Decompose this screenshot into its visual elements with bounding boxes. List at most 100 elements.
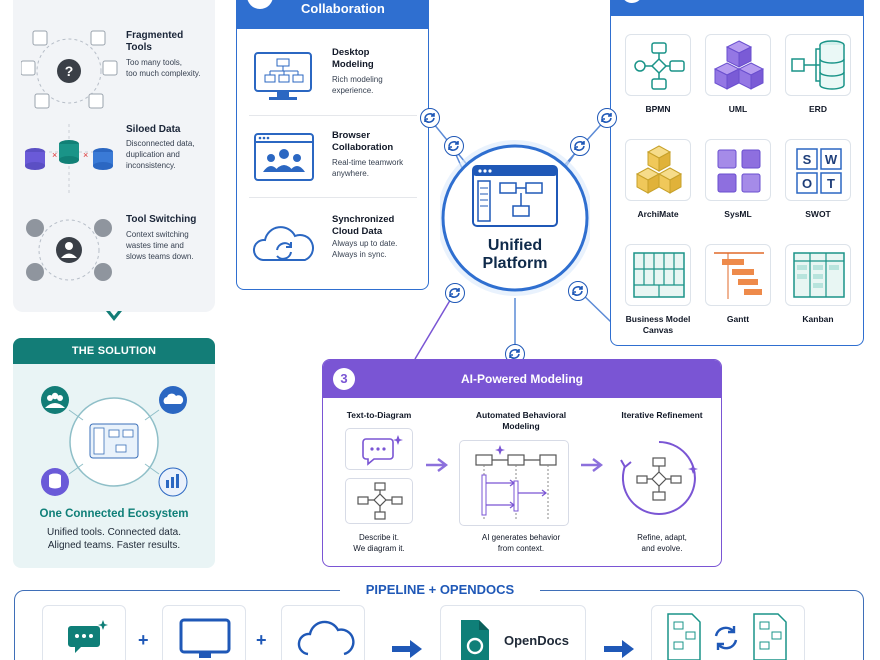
swot-letter: O bbox=[802, 176, 812, 191]
swot-letter: S bbox=[803, 152, 812, 167]
collaboration-header: Collaboration bbox=[237, 0, 428, 29]
ai-column-title: Iterative Refinement bbox=[621, 410, 703, 420]
unified-platform-hub: Unified Platform bbox=[440, 136, 590, 298]
divider bbox=[249, 115, 417, 116]
sync-icon bbox=[420, 108, 440, 128]
question-mark: ? bbox=[65, 63, 74, 79]
problems-panel: ? Fragmented Tools Too many tools, too m… bbox=[13, 0, 215, 312]
refinement-cycle-icon bbox=[620, 441, 698, 515]
arrow-right-icon bbox=[604, 640, 634, 658]
chat-prompt-box bbox=[345, 428, 413, 470]
diagram-types-header bbox=[611, 0, 863, 16]
archimate-cubes-icon bbox=[635, 145, 683, 194]
ai-modeling-card: 3 AI-Powered Modeling Text-to-Diagram Au… bbox=[322, 359, 722, 567]
pipeline-step-sync-docs bbox=[651, 605, 805, 660]
tile-erd bbox=[785, 34, 851, 96]
cloud-icon bbox=[297, 620, 355, 656]
flowchart-icon bbox=[357, 482, 403, 520]
collaboration-title: Collaboration bbox=[301, 1, 385, 16]
tile-label: Business Model Canvas bbox=[625, 314, 691, 335]
fragmented-tools-icon: ? bbox=[21, 30, 118, 109]
tile-label: Kanban bbox=[802, 314, 834, 324]
problem-description: Disconnected data, duplication and incon… bbox=[126, 139, 195, 170]
browser-team-icon bbox=[254, 133, 314, 181]
ai-column-title: Automated Behavioral Modeling bbox=[475, 410, 567, 431]
collab-item-description: Always up to date. Always in sync. bbox=[332, 239, 398, 259]
svg-text:×: × bbox=[52, 150, 57, 160]
pipeline-step-opendocs bbox=[440, 605, 586, 660]
cloud-sync-icon bbox=[253, 226, 314, 261]
pipeline-step-desktop bbox=[162, 605, 246, 660]
tile-gantt bbox=[705, 244, 771, 306]
pipeline-step-cloud bbox=[281, 605, 365, 660]
step-number-badge bbox=[619, 0, 645, 5]
collab-item-title: Browser Collaboration bbox=[332, 130, 394, 153]
ai-chat-icon bbox=[68, 620, 108, 653]
tile-label: SWOT bbox=[805, 209, 831, 219]
arrow-right-icon bbox=[581, 458, 603, 472]
tile-business-model-canvas bbox=[625, 244, 691, 306]
chevron-down-icon bbox=[106, 311, 122, 321]
business-model-canvas-icon bbox=[633, 252, 685, 298]
tile-kanban bbox=[785, 244, 851, 306]
tile-sysml bbox=[705, 139, 771, 201]
sync-icon bbox=[444, 136, 464, 156]
swot-grid-icon: S W O T bbox=[796, 148, 842, 194]
sync-documents-icon bbox=[667, 613, 787, 660]
collab-item-description: Real-time teamwork anywhere. bbox=[332, 158, 404, 178]
svg-text:×: × bbox=[83, 150, 88, 160]
sync-icon bbox=[445, 283, 465, 303]
collab-item-title: Desktop Modeling bbox=[332, 47, 374, 70]
ai-column-description: Refine, adapt, and evolve. bbox=[637, 533, 687, 553]
erd-icon bbox=[791, 40, 845, 90]
tile-label: ArchiMate bbox=[637, 209, 679, 219]
problem-title: Siloed Data bbox=[126, 124, 181, 135]
problem-tool-switching: Tool Switching Context switching wastes … bbox=[13, 214, 215, 304]
collab-item-description: Rich modeling experience. bbox=[332, 75, 383, 95]
collab-item-cloud: Synchronized Cloud Data Always up to dat… bbox=[237, 206, 427, 286]
arrow-right-icon bbox=[392, 640, 422, 658]
tool-switching-icon bbox=[26, 219, 112, 281]
pipeline-title-backdrop bbox=[340, 580, 540, 600]
plus-sign: + bbox=[256, 630, 267, 650]
solution-card: THE SOLUTION One Connected Ecosystem Uni… bbox=[13, 338, 215, 568]
tile-label: BPMN bbox=[645, 104, 671, 114]
problem-title: Tool Switching bbox=[126, 214, 197, 225]
desktop-monitor-icon bbox=[179, 618, 231, 658]
sync-icon bbox=[570, 136, 590, 156]
tile-label: UML bbox=[728, 104, 748, 114]
tile-bpmn bbox=[625, 34, 691, 96]
pipeline-title: PIPELINE + OPENDOCS bbox=[365, 582, 515, 597]
sysml-cubes-icon bbox=[717, 149, 761, 193]
problem-title: Fragmented Tools bbox=[126, 30, 184, 53]
document-icon bbox=[461, 620, 489, 660]
sequence-diagram-box bbox=[459, 440, 569, 526]
tile-label: SysML bbox=[724, 209, 752, 219]
collab-item-title: Synchronized Cloud Data bbox=[332, 214, 395, 237]
ai-column-description: Describe it. We diagram it. bbox=[353, 533, 405, 553]
diagram-types-card: BPMN UML ERD ArchiMate bbox=[610, 0, 864, 346]
sequence-diagram-icon bbox=[475, 445, 557, 521]
kanban-board-icon bbox=[793, 252, 845, 298]
divider bbox=[249, 197, 417, 198]
hub-circle bbox=[440, 140, 590, 296]
bpmn-icon bbox=[634, 42, 685, 90]
ai-header: 3 AI-Powered Modeling bbox=[323, 360, 721, 398]
flow-diagram-box bbox=[345, 478, 413, 524]
tile-label: Gantt bbox=[726, 314, 750, 324]
problem-description: Too many tools, too much complexity. bbox=[126, 58, 201, 78]
arrow-right-icon bbox=[426, 458, 448, 472]
step-number-badge bbox=[247, 0, 273, 9]
desktop-monitor-icon bbox=[254, 52, 312, 100]
pipeline-step-ai bbox=[42, 605, 126, 660]
swot-letter: T bbox=[827, 176, 835, 191]
ecosystem-illustration bbox=[41, 386, 188, 497]
plus-sign: + bbox=[138, 630, 149, 650]
ai-title: AI-Powered Modeling bbox=[460, 372, 583, 386]
opendocs-label: OpenDocs bbox=[504, 633, 570, 648]
ai-column-title: Text-to-Diagram bbox=[346, 410, 412, 420]
gantt-chart-icon bbox=[714, 252, 764, 299]
solution-header: THE SOLUTION bbox=[13, 338, 215, 364]
tile-swot: S W O T bbox=[785, 139, 851, 201]
collaboration-card: Collaboration Desktop Modeling Rich mode… bbox=[236, 0, 429, 290]
